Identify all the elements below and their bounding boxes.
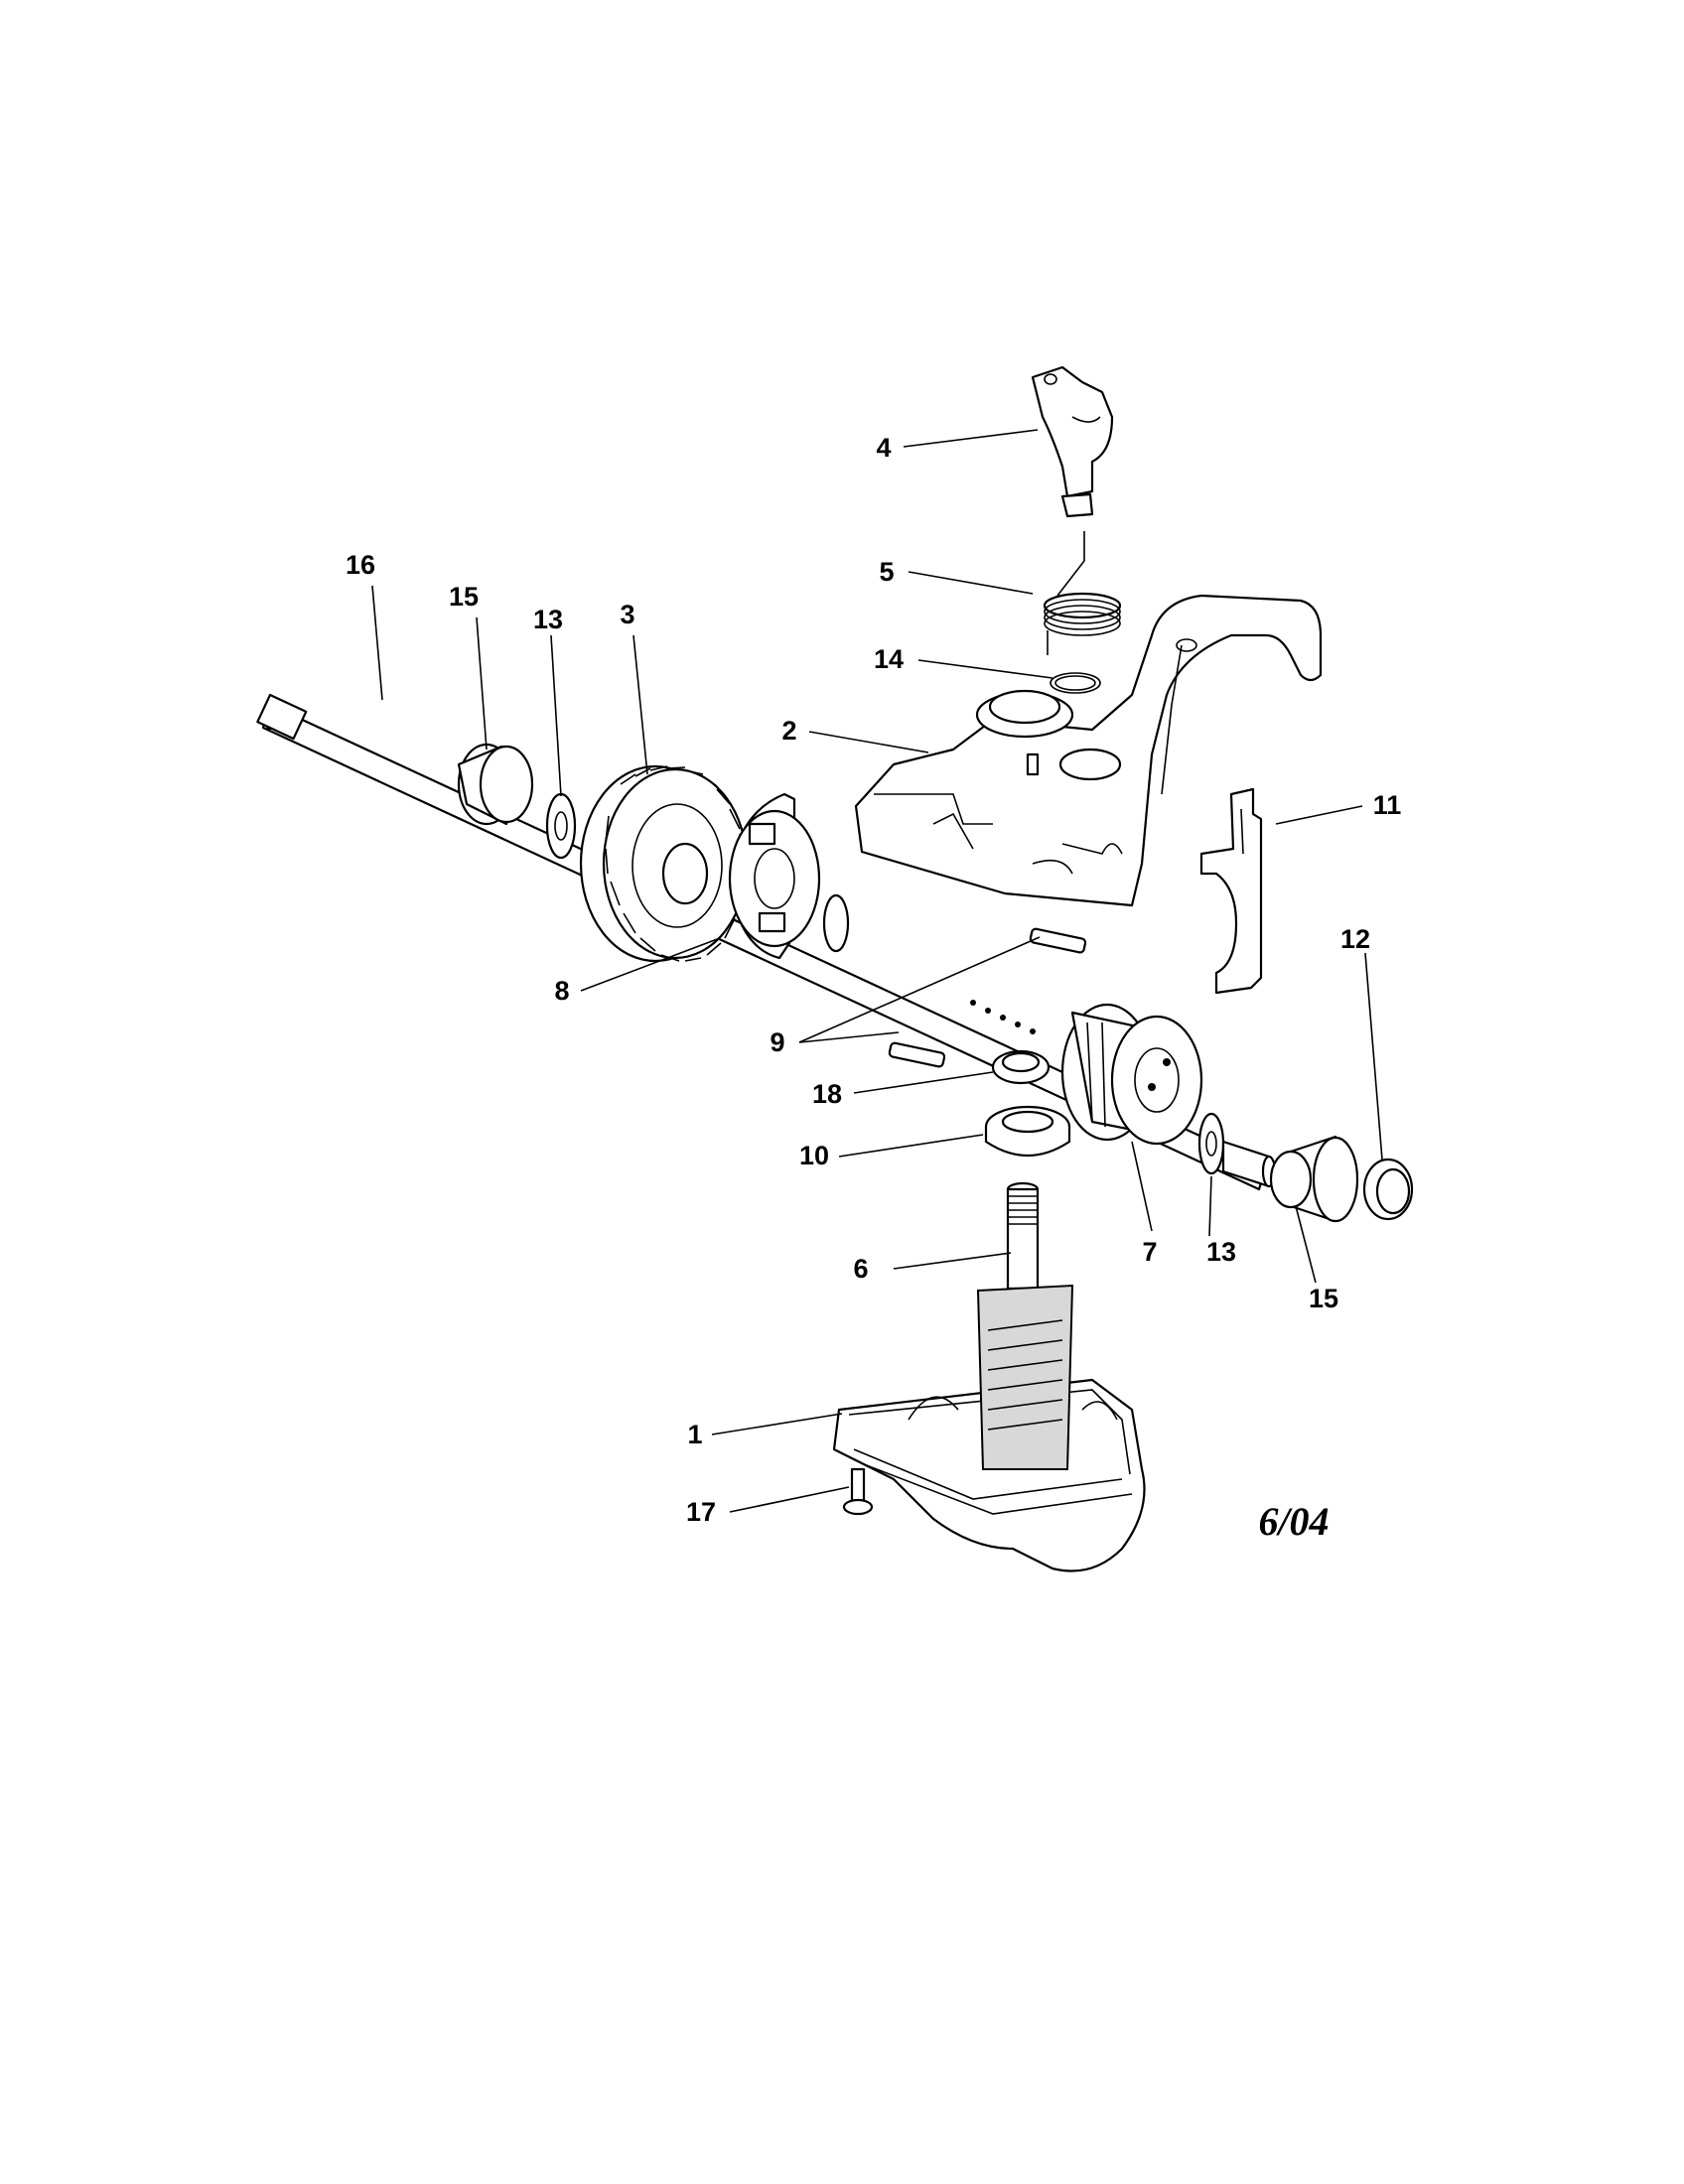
drive-pulley	[1060, 1003, 1203, 1146]
bottom-cover	[832, 1284, 1146, 1572]
callout-labels: 4 5 14 2 16 15 13 3 11 12 8 9 18 10 6 7 …	[346, 433, 1401, 1527]
callout-16: 16	[346, 550, 375, 580]
drive-gear	[579, 764, 749, 963]
thrust-washer-center	[822, 893, 850, 953]
gear-housing	[854, 594, 1323, 907]
callout-8: 8	[554, 976, 569, 1006]
revision-date: 6/04	[1258, 1499, 1329, 1544]
drive-keys	[888, 927, 1087, 1068]
callout-13-right: 13	[1206, 1237, 1236, 1267]
callout-13-left: 13	[533, 605, 563, 634]
callout-17: 17	[686, 1497, 716, 1527]
o-ring	[1050, 672, 1101, 694]
small-bearing	[991, 1049, 1051, 1085]
callout-18: 18	[812, 1079, 842, 1109]
shaft-end-right	[1221, 1140, 1277, 1188]
callout-15-right: 15	[1309, 1284, 1338, 1313]
bushing-right	[1269, 1135, 1359, 1223]
leader-lines	[371, 429, 1383, 1513]
thrust-washer-left	[545, 792, 577, 860]
callout-3: 3	[620, 600, 634, 629]
callout-5: 5	[879, 557, 894, 587]
screw	[842, 1467, 874, 1516]
callout-10: 10	[799, 1141, 829, 1170]
oil-seal	[1362, 1158, 1414, 1221]
torsion-spring	[1043, 531, 1122, 655]
callout-12: 12	[1340, 924, 1370, 954]
callout-11: 11	[1373, 790, 1402, 820]
large-bearing	[984, 1105, 1071, 1158]
callout-14: 14	[874, 644, 904, 674]
bushing-left	[457, 743, 534, 826]
callout-1: 1	[687, 1420, 702, 1449]
callout-6: 6	[853, 1254, 868, 1284]
callout-2: 2	[781, 716, 796, 746]
clutch-dog	[728, 792, 821, 960]
thrust-washer-right	[1197, 1112, 1225, 1175]
callout-9: 9	[770, 1027, 784, 1057]
callout-4: 4	[876, 433, 891, 463]
shift-fork	[1199, 787, 1263, 995]
shift-lever	[1031, 365, 1114, 518]
callout-15-left: 15	[449, 582, 479, 612]
callout-7: 7	[1142, 1237, 1157, 1267]
